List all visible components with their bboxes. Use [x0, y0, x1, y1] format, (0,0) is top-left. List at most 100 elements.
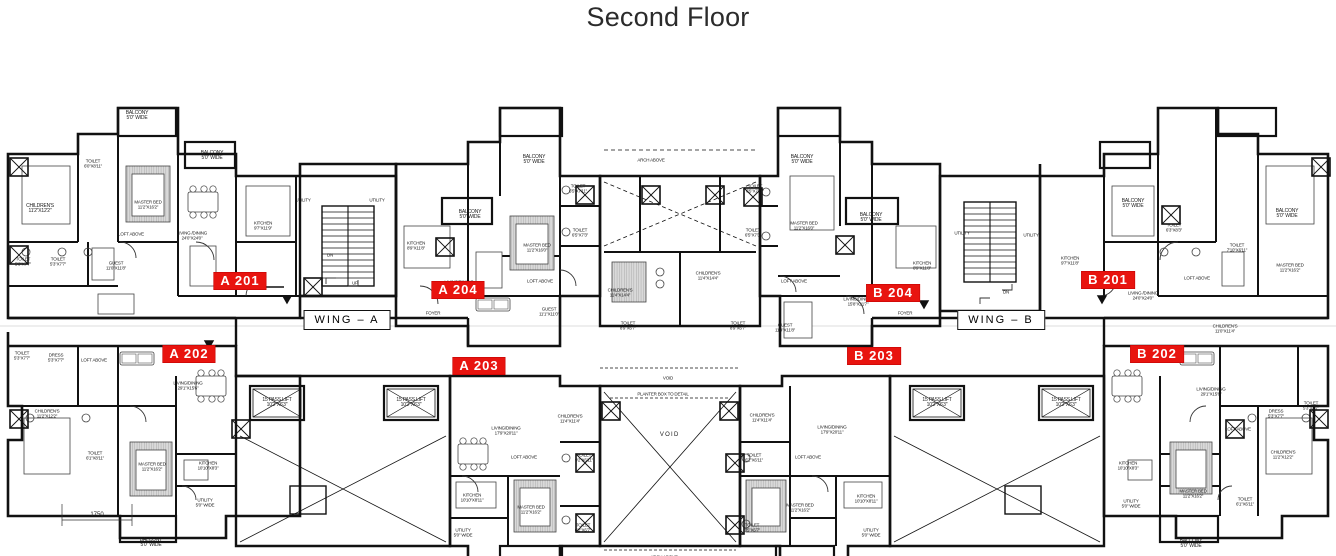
- room-name: TOILET: [1229, 242, 1245, 248]
- room-dimension: 6'0"X8'11": [83, 163, 103, 168]
- room-label: LOFT ABOVE: [511, 455, 537, 461]
- room-name: LOFT ABOVE: [118, 231, 144, 237]
- room-dimension: 5'3"X7'7": [13, 355, 31, 360]
- room-name: LOFT ABOVE: [81, 357, 107, 363]
- room-dimension: 5'0" WIDE: [861, 532, 881, 537]
- room-name: TOILET: [87, 450, 103, 456]
- room-dimension: 10'10"X8'11": [460, 497, 484, 502]
- room-name: GUEST: [777, 322, 793, 328]
- room-dimension: 6'1"X8'11": [85, 455, 105, 460]
- room-name: TOILET: [1237, 496, 1253, 502]
- room-name: MASTER BED: [786, 502, 814, 508]
- room-label: FOYER: [426, 311, 441, 317]
- room-name: DRESS: [48, 352, 64, 358]
- room-dimension: 6'5"X7'3": [744, 232, 762, 237]
- room-dimension: 5'0" WIDE: [523, 159, 545, 165]
- room-dimension: 9'2"X6'11": [574, 457, 594, 462]
- room-dimension: 5'0" WIDE: [1180, 543, 1202, 549]
- room-dimension: 11'2"X12'2": [36, 413, 58, 418]
- room-name: LIVING/DINING: [817, 424, 847, 430]
- room-dimension: 11'2"X16'2": [789, 507, 811, 512]
- unit-tag-a-204[interactable]: A 204: [431, 281, 485, 299]
- unit-tag-a-202[interactable]: A 202: [162, 345, 216, 363]
- room-dimension: 11'2"X16'2": [137, 204, 159, 209]
- room-name: 15 PASS LIFT: [1051, 396, 1081, 403]
- room-dimension: 10'2"X6'3": [926, 402, 948, 408]
- room-dimension: 5'0" WIDE: [140, 542, 162, 548]
- room-label: LOFT ABOVE: [781, 279, 807, 285]
- room-dimension: 6'5"X7'3": [571, 232, 589, 237]
- room-name: BALCONY: [200, 149, 224, 156]
- room-dimension: 6'2"X6'11": [744, 457, 764, 462]
- room-label: LOFT ABOVE: [118, 231, 144, 238]
- room-dimension: 8'9"X11'8": [406, 245, 426, 250]
- unit-tag-b-204[interactable]: B 204: [866, 284, 920, 302]
- wing-label: WING – A: [303, 310, 391, 330]
- room-dimension: 6'5"X7'11": [745, 188, 765, 193]
- room-name: CHILDREN'S: [26, 202, 54, 209]
- room-label: FOYER: [898, 311, 913, 317]
- dimension-note: 1750: [90, 512, 104, 518]
- room-dimension: 6'3"X8'3": [1165, 227, 1183, 232]
- unit-tag-b-202[interactable]: B 202: [1130, 345, 1184, 363]
- room-dimension: 6'5"X7'11": [568, 188, 588, 193]
- room-name: BALCONY: [859, 211, 883, 218]
- room-label: UP: [352, 281, 358, 287]
- room-dimension: 6'1"X6'11": [1235, 501, 1255, 506]
- room-dimension: 10'2"X6'3": [1055, 402, 1077, 408]
- room-name: GUEST: [541, 306, 557, 312]
- room-dimension: 8'9"X11'8": [912, 265, 932, 270]
- room-name: TOILET: [620, 320, 636, 326]
- room-name: GUEST: [108, 260, 124, 266]
- room-name: PLANTER BOX TO DETAIL: [637, 391, 689, 397]
- unit-tag-b-201[interactable]: B 201: [1081, 271, 1135, 289]
- room-label: VOID: [663, 376, 673, 382]
- room-name: MASTER BED: [138, 461, 166, 467]
- room-name: TOILET: [85, 158, 101, 164]
- room-dimension: 29'1"X15'6": [1200, 391, 1222, 396]
- room-name: BALCONY: [125, 109, 149, 116]
- room-dimension: 8'9"X6'7": [729, 325, 747, 330]
- wing-label: WING – B: [957, 310, 1045, 330]
- room-name: CHILDREN'S: [1270, 449, 1296, 455]
- room-dimension: 5'0" WIDE: [201, 155, 223, 161]
- unit-tag-b-203[interactable]: B 203: [847, 347, 901, 365]
- room-name: LIVING/DINING: [173, 380, 203, 386]
- room-name: UTILITY: [455, 527, 471, 533]
- room-name: TOILET: [575, 522, 591, 528]
- unit-tag-a-201[interactable]: A 201: [213, 272, 267, 290]
- room-name: KITCHEN: [912, 260, 932, 266]
- room-name: 15 PASS LIFT: [262, 396, 292, 403]
- room-dimension: 6'5"X6'7": [743, 527, 761, 532]
- room-name: BALCONY: [522, 153, 546, 160]
- unit-tag-a-203[interactable]: A 203: [452, 357, 506, 375]
- room-dimension: 11'2"X16'2": [520, 509, 542, 514]
- floor-plan-drawing: [0, 106, 1336, 556]
- room-dimension: 11'4"X14'4": [609, 292, 631, 297]
- page-title: Second Floor: [586, 2, 750, 32]
